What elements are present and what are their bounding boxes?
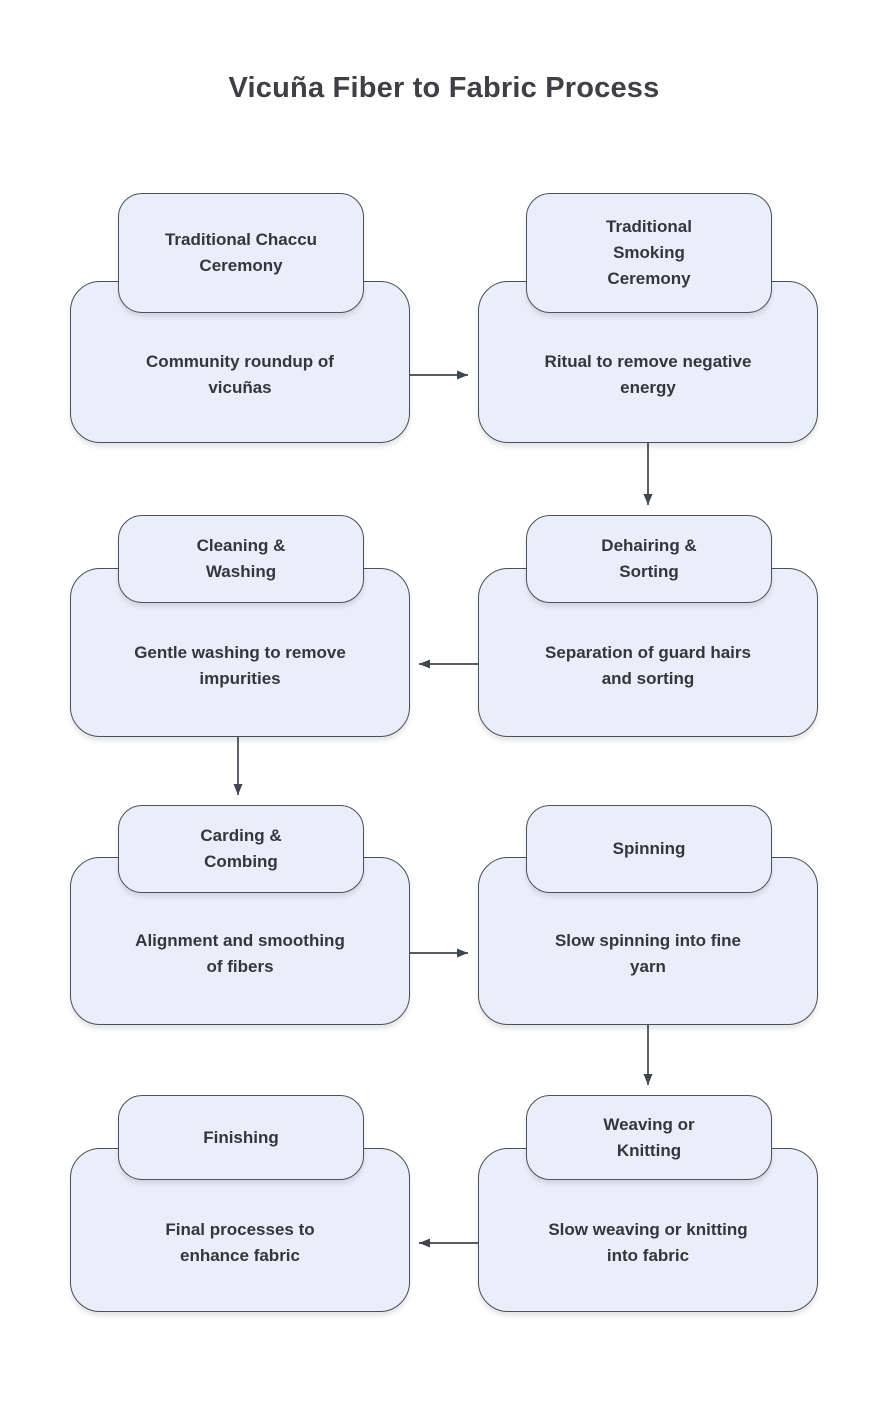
step-cleaning-title-box: Cleaning & Washing — [118, 515, 364, 603]
step-dehairing-title: Dehairing & Sorting — [601, 536, 697, 581]
step-finishing-title-box: Finishing — [118, 1095, 364, 1180]
step-finishing-description: Final processes to enhance fabric — [165, 1220, 315, 1265]
step-smoking-title-box: Traditional Smoking Ceremony — [526, 193, 772, 313]
step-dehairing-title-box: Dehairing & Sorting — [526, 515, 772, 603]
step-weaving-title: Weaving or Knitting — [603, 1114, 695, 1160]
step-weaving-description: Slow weaving or knitting into fabric — [548, 1220, 748, 1265]
step-chaccu-title: Traditional Chaccu Ceremony — [164, 230, 318, 275]
step-carding-title: Carding & Combing — [200, 826, 282, 871]
step-spinning-title: Spinning — [612, 839, 686, 858]
step-chaccu-description: Community roundup of vicuñas — [146, 352, 334, 397]
step-chaccu-title-box: Traditional Chaccu Ceremony — [118, 193, 364, 313]
step-smoking-title: Traditional Smoking Ceremony — [606, 217, 692, 288]
diagram-title: Vicuña Fiber to Fabric Process — [228, 72, 660, 104]
step-carding-description: Alignment and smoothing of fibers — [135, 931, 345, 976]
step-finishing-title: Finishing — [203, 1127, 279, 1147]
step-dehairing-description: Separation of guard hairs and sorting — [545, 642, 751, 688]
step-weaving-title-box: Weaving or Knitting — [526, 1095, 772, 1180]
step-cleaning-title: Cleaning & Washing — [196, 536, 286, 581]
step-carding-title-box: Carding & Combing — [118, 805, 364, 893]
step-smoking-description: Ritual to remove negative energy — [544, 352, 752, 397]
step-cleaning-description: Gentle washing to remove impurities — [134, 642, 346, 688]
step-spinning-title-box: Spinning — [526, 805, 772, 893]
step-spinning-description: Slow spinning into fine yarn — [554, 931, 742, 976]
